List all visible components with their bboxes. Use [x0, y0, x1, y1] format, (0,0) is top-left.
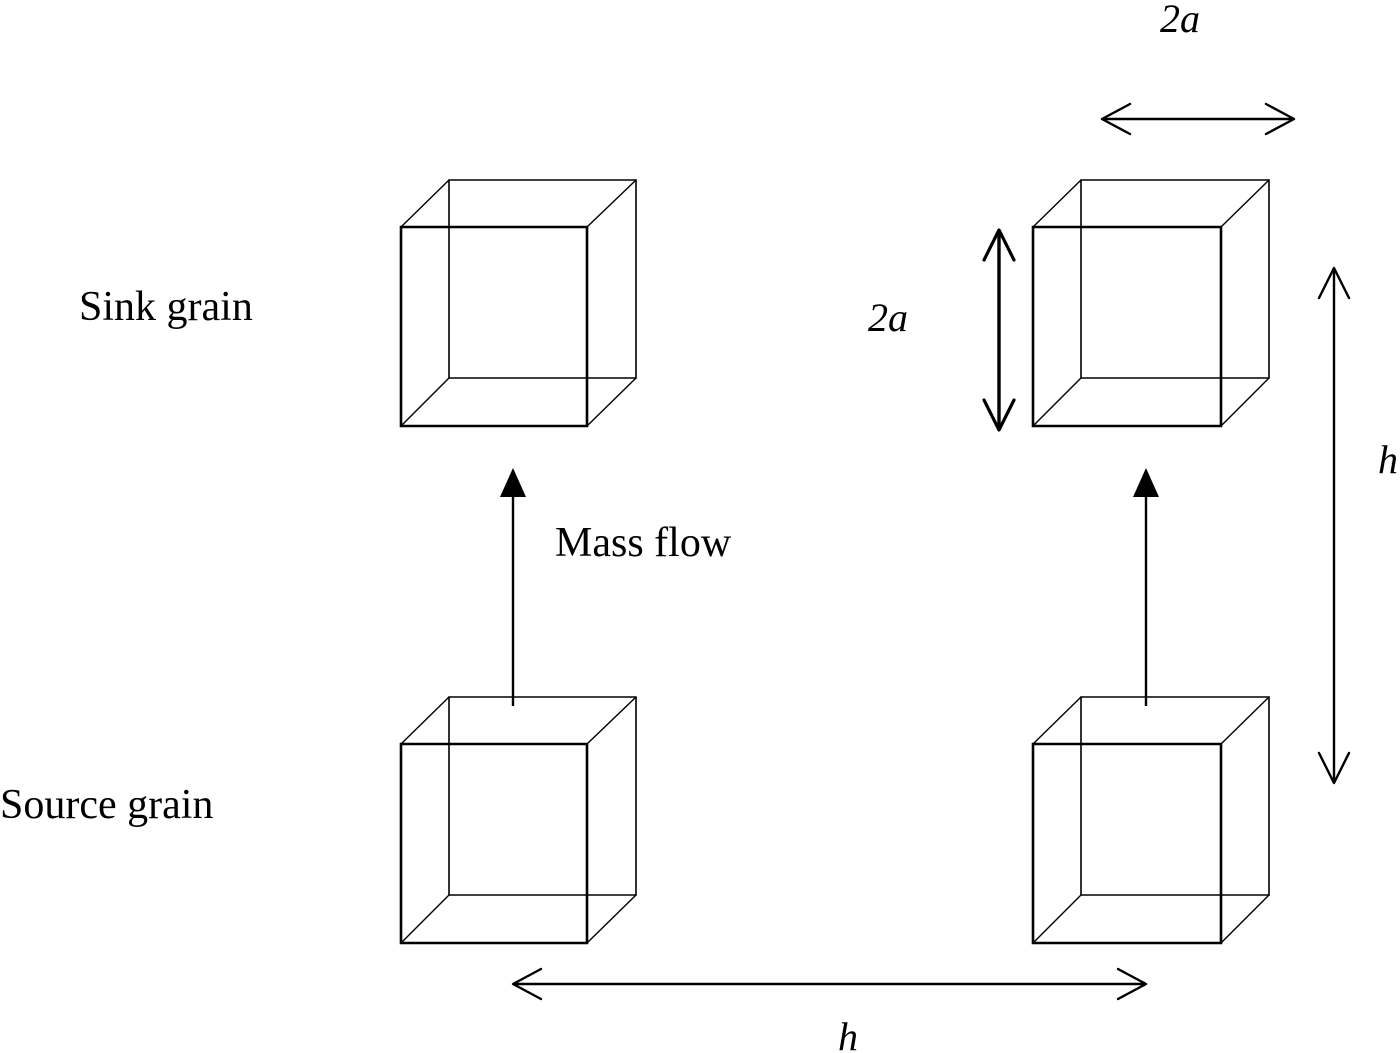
mass-flow-label: Mass flow: [555, 520, 732, 566]
source-grain-cube-left: [399, 696, 637, 945]
sink-grain-label: Sink grain: [79, 284, 253, 330]
vertical-spacing-dimension-arrow: [1317, 266, 1351, 785]
sink-grain-cube-left: [399, 179, 637, 428]
vertical-spacing-label: h: [1378, 437, 1398, 482]
source-grain-label: Source grain: [0, 782, 213, 828]
cube-width-dimension-arrow: [1100, 102, 1296, 136]
mass-flow-arrow-right: [1133, 468, 1159, 706]
horizontal-spacing-label: h: [838, 1014, 858, 1053]
cube-height-dimension-arrow: [982, 228, 1016, 432]
cube-height-label: 2a: [868, 295, 908, 340]
sink-grain-cube-right: [1031, 179, 1270, 428]
source-grain-cube-right: [1031, 696, 1270, 945]
horizontal-spacing-dimension-arrow: [511, 967, 1148, 1001]
cube-width-label: 2a: [1160, 0, 1200, 41]
mass-flow-arrow-left: [500, 468, 526, 706]
